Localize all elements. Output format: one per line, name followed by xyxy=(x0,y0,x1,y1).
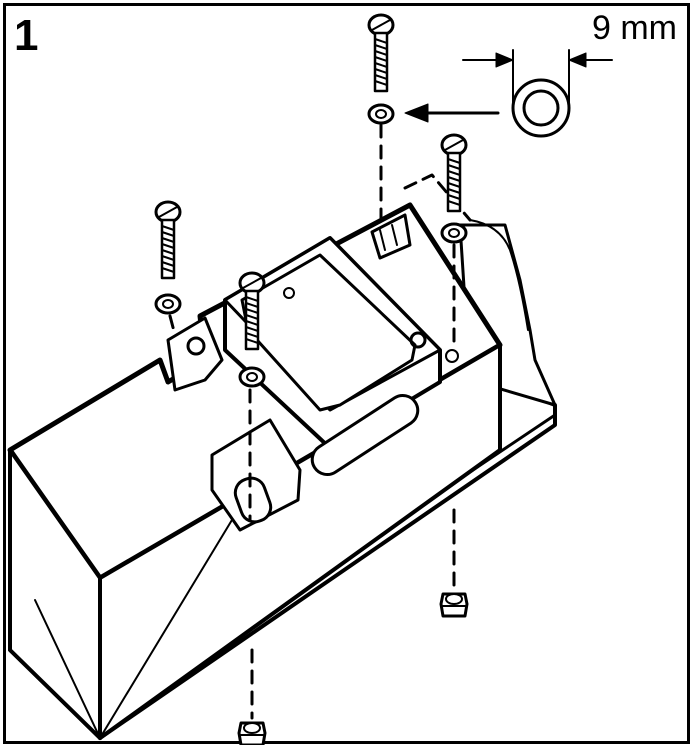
washer-detail xyxy=(404,49,613,138)
bracket xyxy=(210,418,302,532)
washer-1 xyxy=(367,103,395,125)
illustration-frame xyxy=(3,3,690,744)
cover-plate xyxy=(240,253,417,412)
housing-unit xyxy=(7,173,557,740)
assembly-guides xyxy=(168,123,456,720)
step-number: 1 xyxy=(14,11,39,60)
washer-4 xyxy=(238,366,266,388)
washer-3 xyxy=(154,293,182,315)
dimension-label: 9 mm xyxy=(592,9,677,47)
screw-1 xyxy=(367,13,395,93)
nut-2 xyxy=(237,721,267,745)
nut-1 xyxy=(439,592,469,618)
screw-2 xyxy=(440,133,468,213)
washer-2 xyxy=(440,222,468,244)
screw-3 xyxy=(154,200,182,280)
